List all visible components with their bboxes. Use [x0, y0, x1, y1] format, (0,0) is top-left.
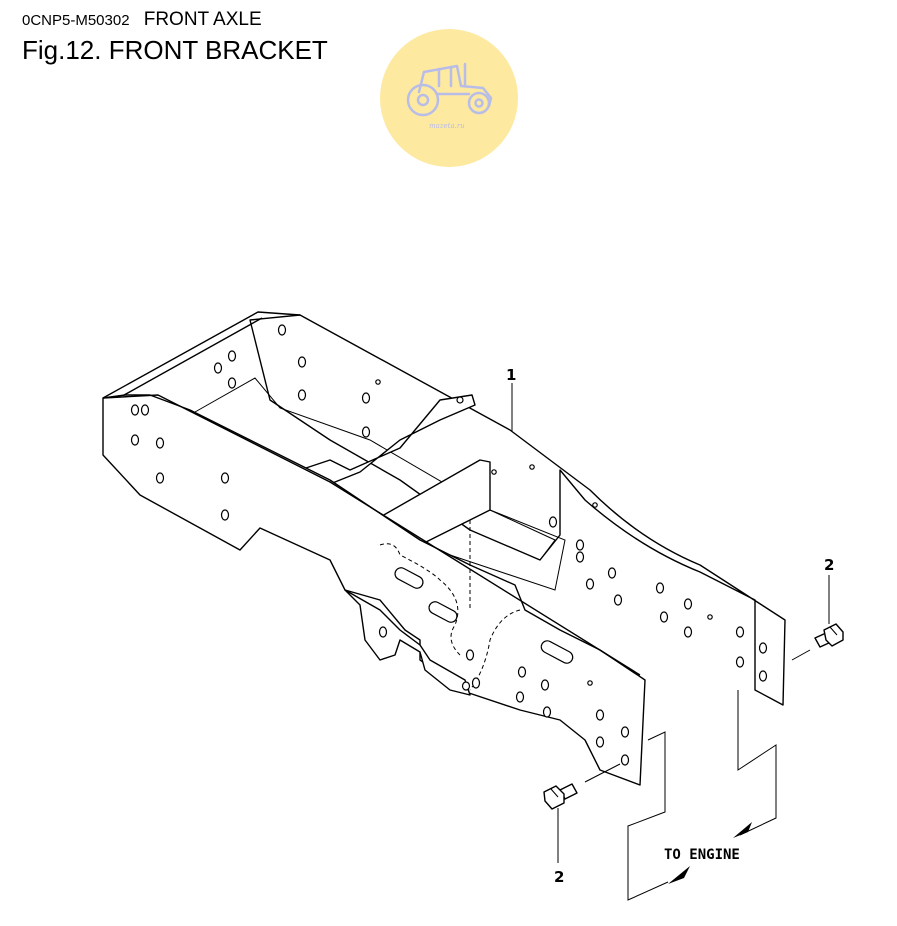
engine-connection-line	[627, 690, 777, 901]
callout-2-bottom: 2	[554, 868, 564, 886]
watermark-logo: mazeta.ru	[379, 28, 519, 168]
tractor-icon: mazeta.ru	[380, 29, 518, 167]
bottom-lug	[344, 589, 471, 696]
part-code: 0CNP5-M50302	[22, 12, 130, 29]
crossbar-hole	[456, 396, 464, 404]
back-top-flange	[102, 311, 301, 405]
callout-1: 1	[506, 366, 516, 384]
mounting-holes	[130, 324, 768, 766]
to-engine-label: TO ENGINE	[664, 847, 740, 863]
slot	[394, 567, 424, 589]
hidden-contour	[379, 520, 521, 691]
callout-2-right: 2	[824, 556, 834, 574]
section-title: FRONT AXLE	[143, 9, 262, 30]
part-code-header: 0CNP5-M50302 FRONT AXLE	[22, 9, 262, 31]
bolt-right	[814, 623, 844, 648]
watermark-text: mazeta.ru	[429, 122, 465, 130]
arrow-to-engine-right	[733, 822, 752, 838]
slot	[428, 601, 458, 623]
bracket-floor	[194, 377, 556, 561]
alignment-line-right	[791, 649, 811, 661]
inner-crossmember-edge	[419, 509, 566, 591]
figure-title: Fig.12. FRONT BRACKET	[22, 35, 328, 65]
arrow-to-engine-left	[668, 866, 690, 884]
bracket-front-plate	[102, 394, 646, 786]
slot	[540, 640, 574, 664]
alignment-line-bottom	[584, 763, 621, 783]
front-top-flange	[102, 394, 641, 676]
bracket-back-wall	[249, 314, 786, 706]
bolt-bottom	[543, 783, 578, 810]
